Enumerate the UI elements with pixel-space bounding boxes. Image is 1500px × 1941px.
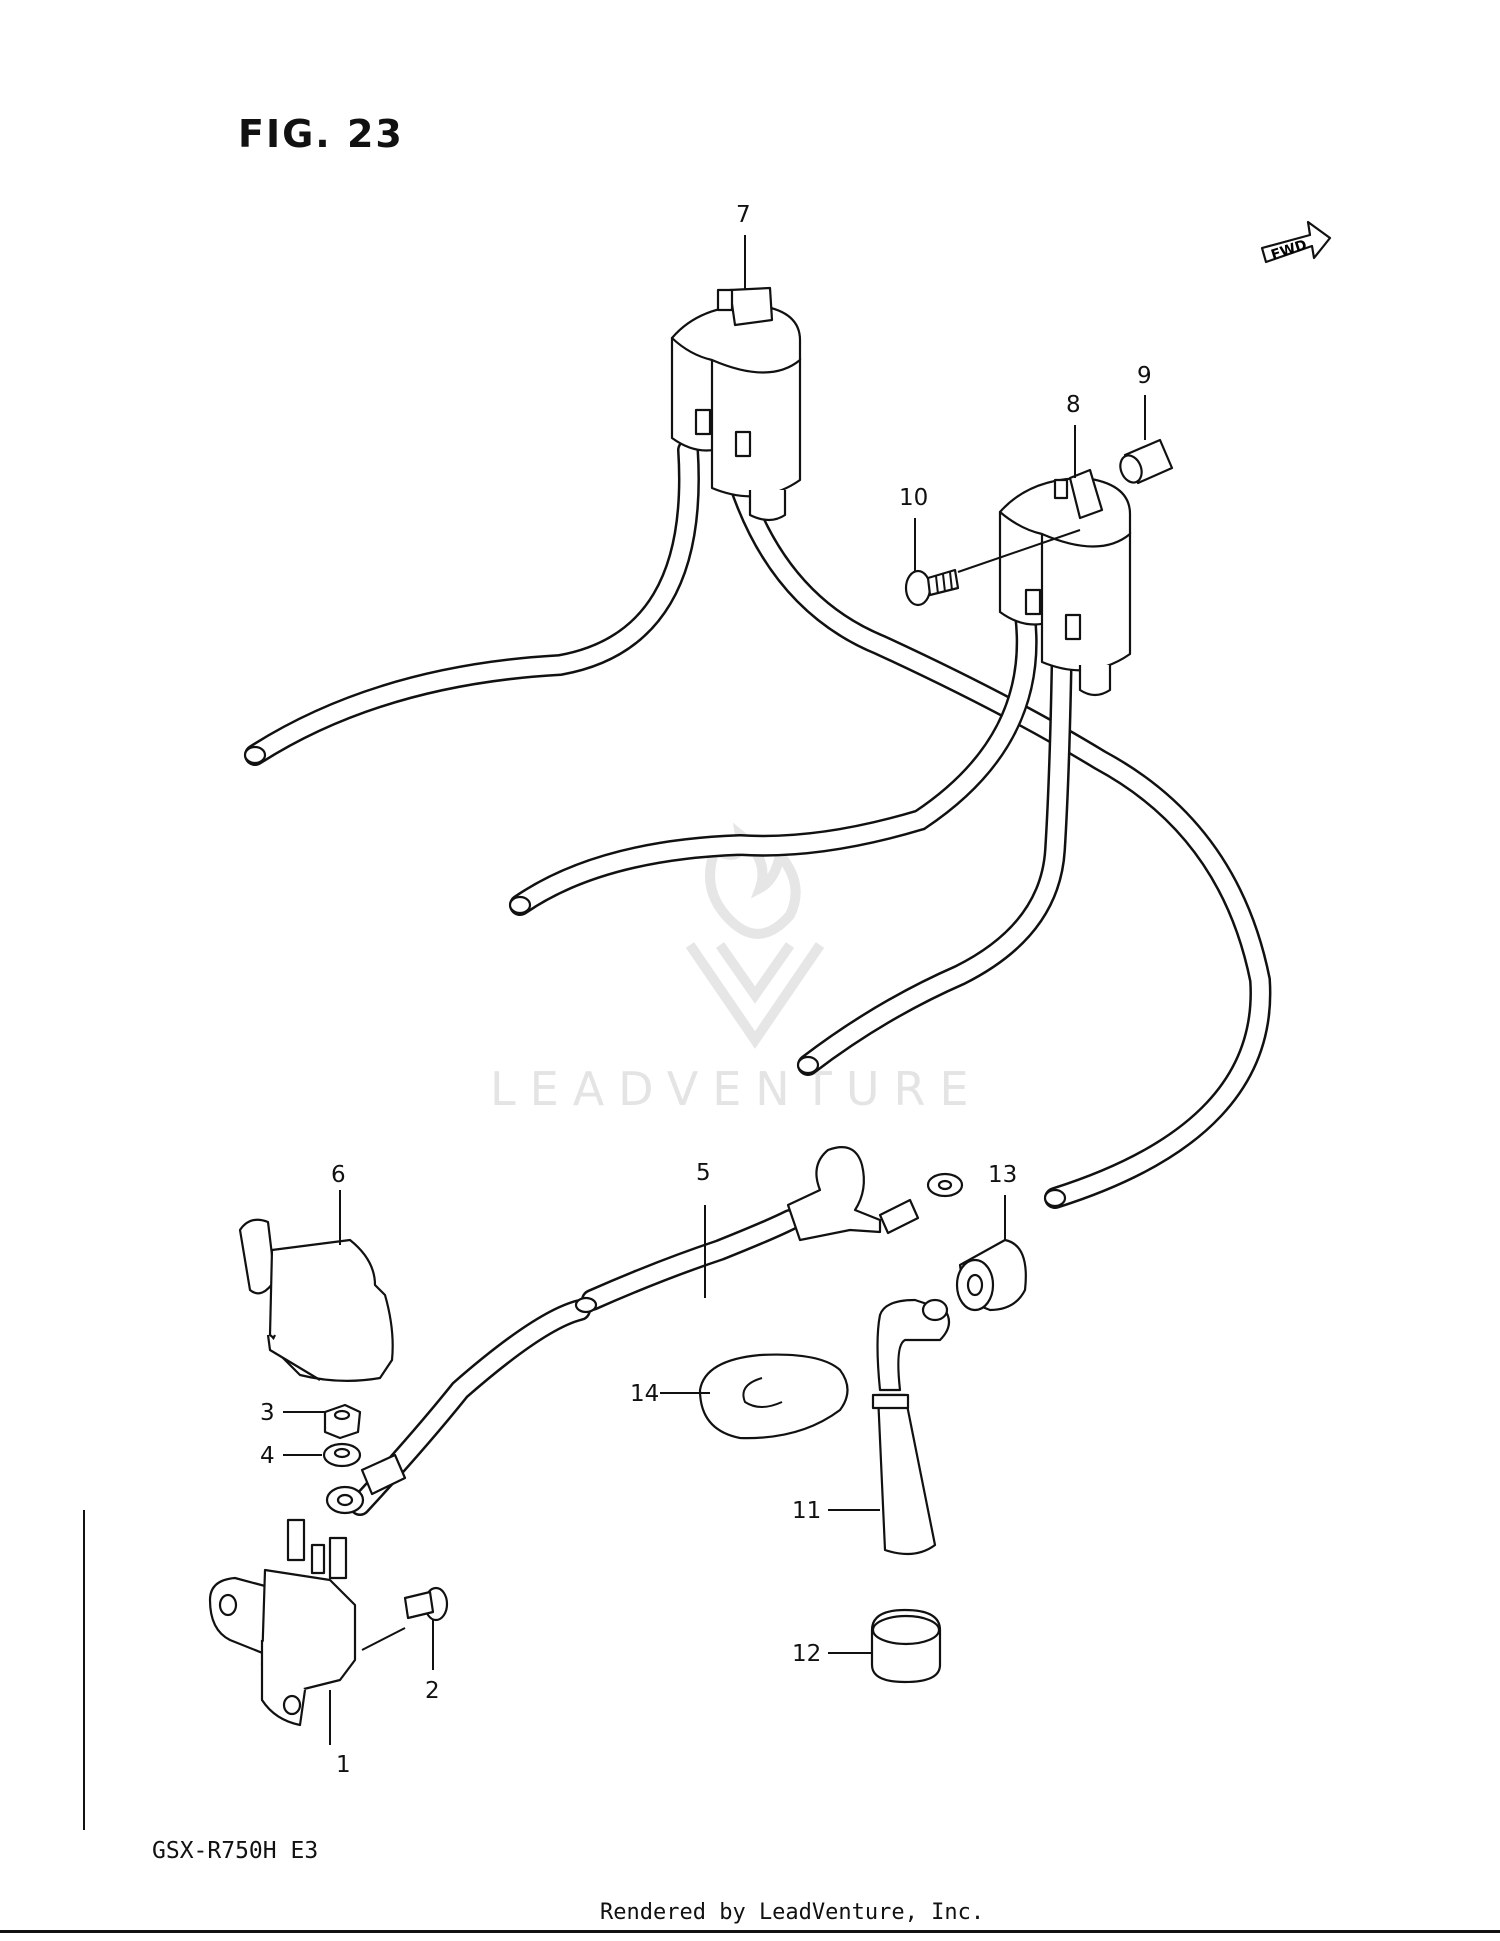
part-14-grommet bbox=[698, 1353, 849, 1440]
callout-3: 3 bbox=[260, 1400, 275, 1426]
part-10-screw bbox=[904, 568, 960, 607]
callout-9: 9 bbox=[1137, 363, 1152, 389]
callout-10: 10 bbox=[899, 485, 928, 511]
part-6-cover bbox=[238, 1218, 394, 1382]
figure-title: FIG. 23 bbox=[238, 112, 404, 156]
callout-11: 11 bbox=[792, 1498, 821, 1524]
fwd-label: FWD bbox=[1269, 237, 1309, 264]
watermark-logo-icon bbox=[685, 822, 825, 1049]
part-9-sleeve bbox=[1119, 438, 1174, 485]
callout-13: 13 bbox=[988, 1162, 1017, 1188]
callout-5: 5 bbox=[696, 1160, 711, 1186]
model-code: GSX-R750H E3 bbox=[152, 1838, 319, 1864]
part-11-plug-cap bbox=[871, 1298, 951, 1556]
callout-4: 4 bbox=[260, 1443, 275, 1469]
watermark-text: LEADVENTURE bbox=[490, 1062, 983, 1116]
callout-6: 6 bbox=[331, 1162, 346, 1188]
rendered-by-credit: Rendered by LeadVenture, Inc. bbox=[600, 1900, 985, 1925]
part-5-lead-wire bbox=[325, 1146, 964, 1516]
part-12-seal bbox=[870, 1608, 942, 1684]
part-4-washer bbox=[322, 1442, 362, 1468]
part-2-screw bbox=[403, 1586, 449, 1622]
callout-12: 12 bbox=[792, 1641, 821, 1667]
forward-arrow-icon: FWD bbox=[1260, 220, 1332, 264]
callout-8: 8 bbox=[1066, 392, 1081, 418]
part-13-boot bbox=[955, 1238, 1027, 1312]
ignition-coil-8 bbox=[508, 468, 1132, 1076]
leader-lines bbox=[283, 235, 1146, 1745]
callout-1: 1 bbox=[336, 1752, 351, 1778]
bottom-rule bbox=[0, 1930, 1500, 1933]
callout-2: 2 bbox=[425, 1678, 440, 1704]
callout-labels: 1 2 3 4 5 6 7 8 9 10 11 12 13 14 bbox=[260, 202, 1152, 1778]
part-1-relay bbox=[208, 1518, 357, 1727]
callout-14: 14 bbox=[630, 1381, 659, 1407]
callout-7: 7 bbox=[736, 202, 751, 228]
ignition-coil-7 bbox=[243, 286, 1272, 1209]
part-3-nut bbox=[323, 1403, 362, 1440]
